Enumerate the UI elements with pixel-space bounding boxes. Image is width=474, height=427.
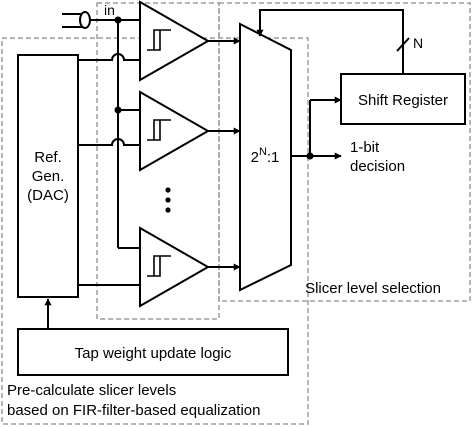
- slicer-section-label: Slicer level selection: [305, 280, 441, 297]
- bus-width-slash: [396, 37, 410, 52]
- shift-register-label: Shift Register: [358, 92, 448, 109]
- tap-weight-block: [17, 328, 289, 376]
- mux-label: 2N:1: [251, 146, 280, 166]
- bus-width-label: N: [413, 35, 423, 51]
- reference-wire-2: [78, 138, 140, 146]
- precalc-caption: based on FIR-filter-based equalization: [7, 402, 260, 419]
- select-bus-arrow: [256, 9, 404, 74]
- comparator-2: [139, 90, 211, 172]
- hysteresis-symbol-icon: [147, 255, 171, 277]
- reference-wire-1: [78, 53, 140, 61]
- decision-label: 1-bit: [350, 139, 380, 156]
- precalc-caption: Pre-calculate slicer levels: [7, 382, 176, 399]
- decision-label: decision: [350, 158, 405, 175]
- comparator-1: [139, 0, 211, 82]
- coaxial-input-icon: [62, 11, 91, 29]
- multiplexer: [239, 22, 292, 292]
- hysteresis-symbol-icon: [147, 29, 171, 51]
- slicer-region-border: [218, 2, 471, 302]
- comparator-region-border: [96, 2, 220, 320]
- input-label: in: [104, 2, 115, 18]
- vertical-ellipsis-icon: [165, 187, 171, 213]
- hysteresis-symbol-icon: [147, 119, 171, 141]
- comparator-3: [139, 226, 211, 308]
- tap-weight-label: Tap weight update logic: [75, 345, 232, 362]
- ref-gen-label: Ref.: [34, 149, 62, 166]
- shift-register-block: [340, 73, 466, 125]
- ref-gen-dac-block: [17, 54, 79, 298]
- ref-gen-label: Gen.: [32, 168, 65, 185]
- ref-gen-label: (DAC): [27, 187, 69, 204]
